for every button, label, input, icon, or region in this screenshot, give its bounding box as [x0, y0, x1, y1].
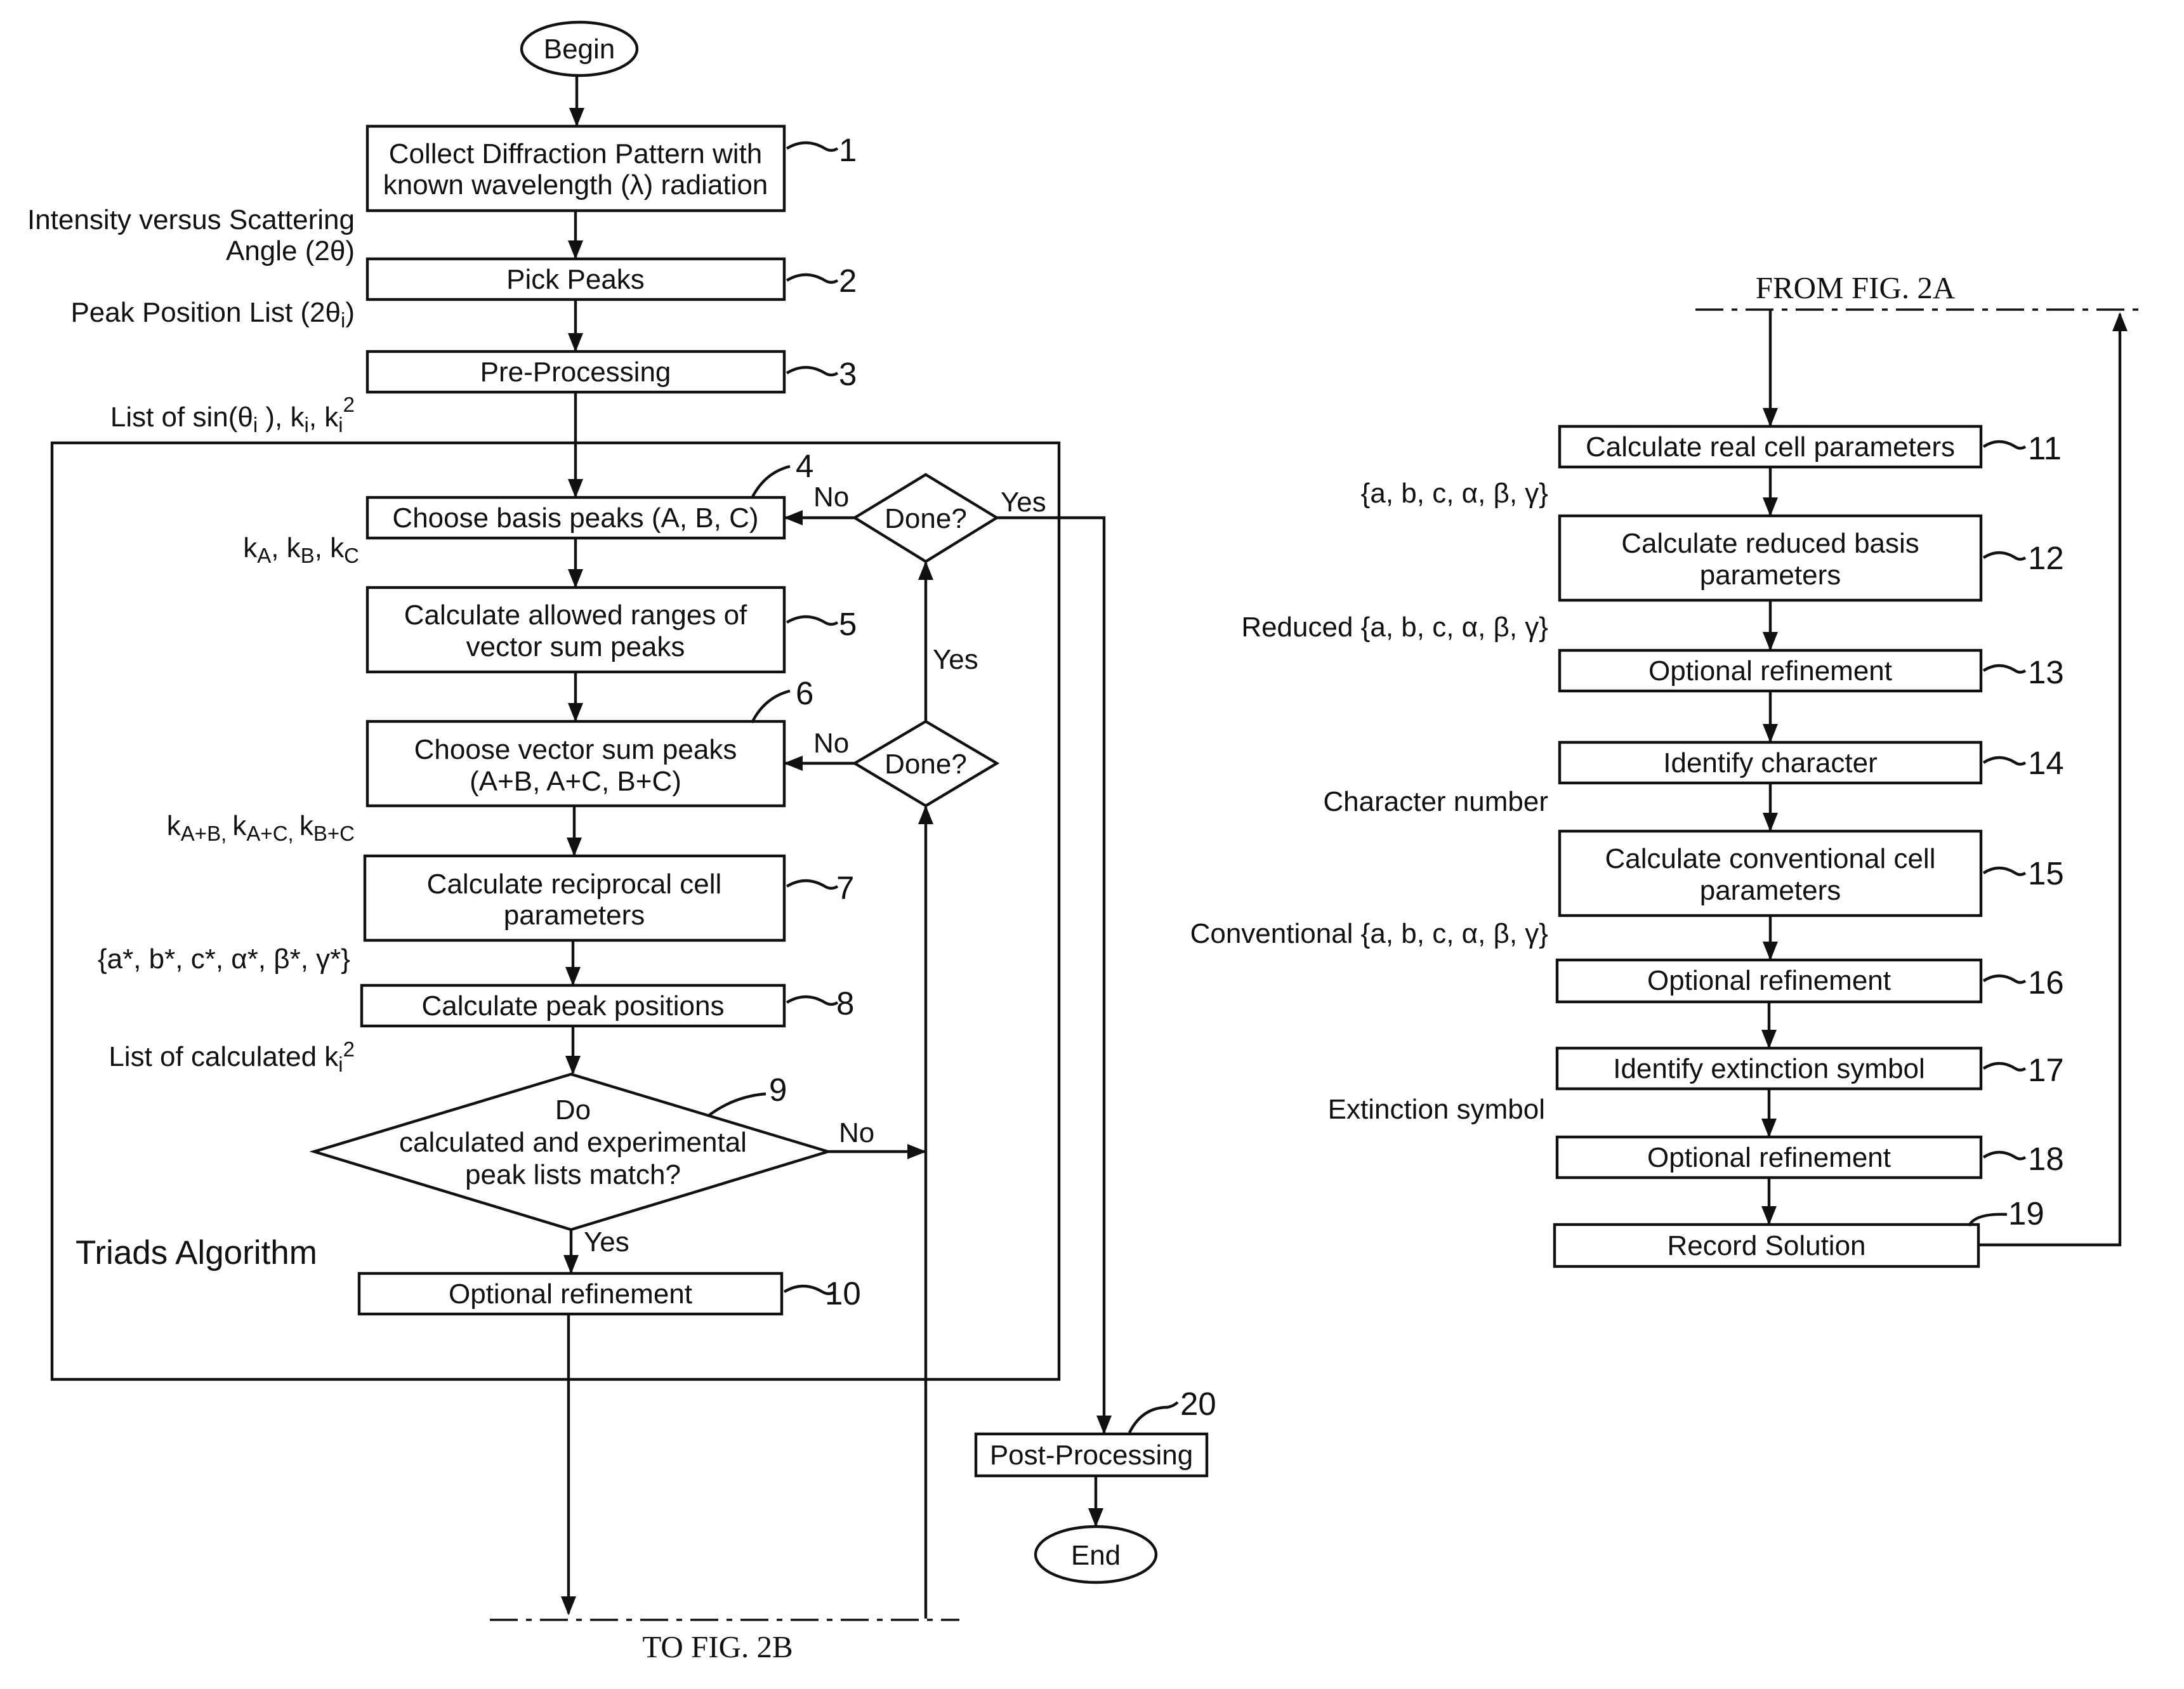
step-number-8: 8	[836, 985, 854, 1022]
step-19-label: Record Solution	[1667, 1230, 1865, 1261]
annotation-character-number: Character number	[1323, 786, 1548, 817]
step-6-line-2: (A+B, A+C, B+C)	[470, 766, 681, 797]
annotation-k-basis: kA, kB, kC	[243, 532, 359, 567]
step-number-20: 20	[1180, 1386, 1216, 1422]
step-5-line-1: Calculate allowed ranges of	[404, 600, 747, 631]
annotation-reciprocal-params: {a*, b*, c*, α*, β*, γ*}	[98, 943, 350, 975]
no-label-lower: No	[813, 728, 849, 759]
step-17-label: Identify extinction symbol	[1613, 1053, 1925, 1084]
annotation-reduced-params: Reduced {a, b, c, α, β, γ}	[1241, 612, 1548, 643]
step-number-16: 16	[2028, 964, 2064, 1001]
annotation-extinction-symbol: Extinction symbol	[1328, 1094, 1545, 1125]
step-number-6: 6	[796, 675, 813, 711]
step-2-label: Pick Peaks	[506, 264, 645, 295]
step-number-11: 11	[2028, 430, 2062, 466]
begin-label: Begin	[544, 34, 615, 65]
step-number-14: 14	[2028, 745, 2064, 781]
step-6-line-1: Choose vector sum peaks	[414, 734, 737, 765]
yes-label-match: Yes	[584, 1226, 629, 1258]
step-15-line-2: parameters	[1700, 875, 1841, 906]
step-10-label: Optional refinement	[449, 1278, 692, 1310]
annotation-intensity-line-2: Angle (2θ)	[226, 235, 355, 266]
step-3-label: Pre-Processing	[480, 357, 671, 388]
annotation-sin-list: List of sin(θi ), ki, ki2	[110, 393, 355, 437]
annotation-peak-position-list: Peak Position List (2θi)	[70, 297, 355, 332]
step-15-line-1: Calculate conventional cell	[1605, 843, 1936, 874]
step-number-5: 5	[839, 606, 857, 642]
step-7-line-2: parameters	[504, 900, 645, 931]
step-13-label: Optional refinement	[1648, 655, 1892, 687]
step-number-17: 17	[2028, 1052, 2064, 1088]
step-9-line-3: peak lists match?	[465, 1159, 681, 1190]
done-lower-label: Done?	[885, 749, 967, 780]
annotation-calculated-list: List of calculated ki2	[109, 1037, 355, 1076]
annotation-k-vector: kA+B, kA+C, kB+C	[167, 810, 355, 845]
step-7-line-1: Calculate reciprocal cell	[427, 869, 722, 900]
step-number-2: 2	[839, 263, 857, 299]
step-5-line-2: vector sum peaks	[466, 631, 685, 662]
step-9-line-2: calculated and experimental	[399, 1127, 747, 1158]
step-12-line-1: Calculate reduced basis	[1621, 528, 1919, 559]
step-number-9: 9	[769, 1072, 787, 1108]
step-9-line-1: Do	[555, 1094, 591, 1126]
step-number-3: 3	[839, 356, 857, 392]
yes-label-middle: Yes	[933, 644, 978, 675]
step-number-7: 7	[836, 870, 854, 906]
step-14-label: Identify character	[1663, 747, 1878, 779]
end-label: End	[1071, 1540, 1121, 1571]
step-1-line-1: Collect Diffraction Pattern with	[389, 138, 763, 169]
annotation-real-params: {a, b, c, α, β, γ}	[1361, 478, 1548, 509]
yes-label-upper: Yes	[1001, 487, 1046, 518]
step-number-18: 18	[2028, 1141, 2064, 1177]
done-upper-label: Done?	[885, 503, 967, 534]
step-number-10: 10	[825, 1275, 861, 1311]
step-4-label: Choose basis peaks (A, B, C)	[392, 503, 758, 534]
step-1-line-2: known wavelength (λ) radiation	[383, 169, 768, 200]
step-number-4: 4	[796, 448, 813, 484]
step-number-1: 1	[839, 132, 857, 168]
step-12-line-2: parameters	[1700, 560, 1841, 591]
from-fig-2a-text: FROM FIG. 2A	[1756, 270, 1956, 305]
no-label-match: No	[839, 1117, 874, 1148]
triads-algorithm-label: Triads Algorithm	[76, 1234, 317, 1272]
step-number-19: 19	[2008, 1195, 2044, 1232]
step-number-12: 12	[2028, 540, 2064, 576]
step-number-13: 13	[2028, 654, 2064, 690]
step-8-label: Calculate peak positions	[422, 990, 725, 1022]
step-18-label: Optional refinement	[1647, 1142, 1891, 1173]
to-fig-2b-label: TO FIG. 2B	[642, 1629, 793, 1664]
connectors-fig-2a	[490, 76, 1178, 1620]
annotation-conventional-params: Conventional {a, b, c, α, β, γ}	[1190, 918, 1548, 949]
step-number-15: 15	[2028, 855, 2064, 891]
step-11-label: Calculate real cell parameters	[1586, 431, 1955, 463]
annotation-intensity-line-1: Intensity versus Scattering	[27, 204, 355, 235]
step-16-label: Optional refinement	[1647, 965, 1891, 996]
step-20-label: Post-Processing	[990, 1440, 1193, 1471]
no-label-upper: No	[813, 482, 849, 513]
